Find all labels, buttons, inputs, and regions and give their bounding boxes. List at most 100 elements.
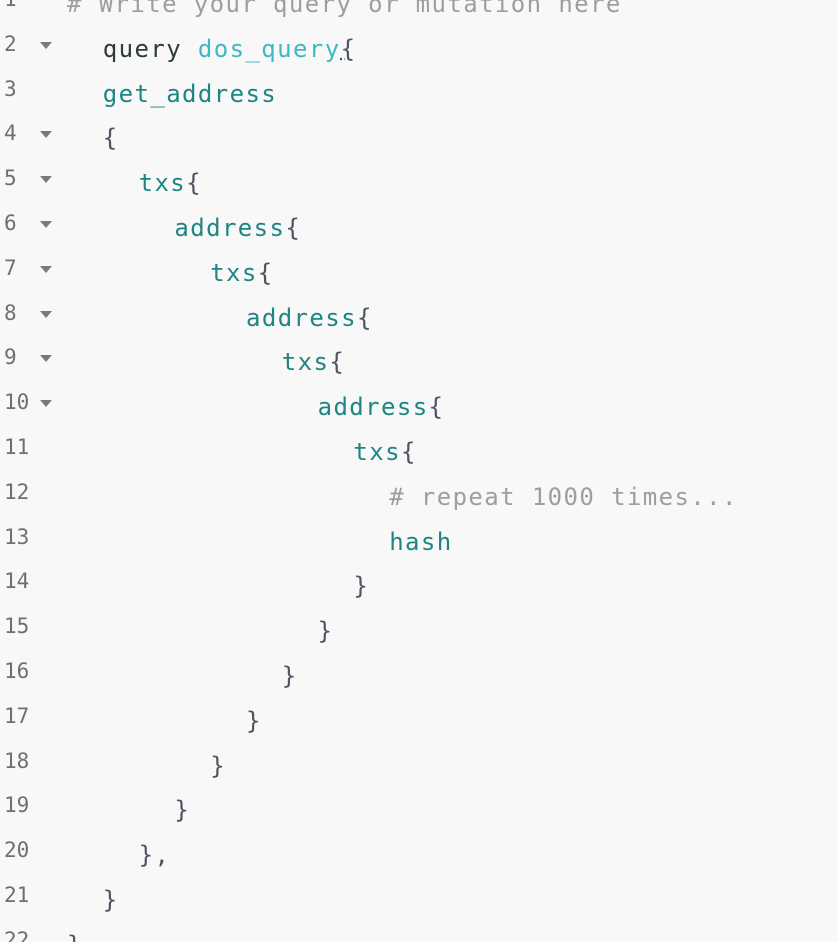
code-text[interactable]: # repeat 1000 times... xyxy=(389,475,738,520)
line-number: 3 xyxy=(4,76,17,101)
code-line[interactable]: 5 txs{ xyxy=(0,161,838,206)
fold-chevron-icon[interactable] xyxy=(40,400,52,408)
line-gutter: 19 xyxy=(0,788,62,833)
token-punct: } xyxy=(67,931,83,942)
fold-chevron-icon[interactable] xyxy=(40,41,52,49)
code-text[interactable]: query dos_query{ xyxy=(103,27,357,72)
code-line[interactable]: 14} xyxy=(0,564,838,609)
code-text[interactable]: address{ xyxy=(318,385,445,430)
line-gutter: 5 xyxy=(0,161,62,206)
code-text[interactable]: hash xyxy=(389,520,452,565)
code-text[interactable]: { xyxy=(103,116,119,161)
token-punct: { xyxy=(285,214,302,242)
code-line[interactable]: 10 address{ xyxy=(0,385,838,430)
code-line[interactable]: 21} xyxy=(0,878,838,923)
line-number: 17 xyxy=(4,703,30,728)
line-gutter: 12 xyxy=(0,475,62,520)
line-gutter: 8 xyxy=(0,296,62,341)
code-text[interactable]: address{ xyxy=(174,206,301,251)
code-line[interactable]: 6 address{ xyxy=(0,206,838,251)
fold-chevron-icon[interactable] xyxy=(40,310,52,318)
code-line[interactable]: 2 query dos_query{ xyxy=(0,27,838,72)
line-number: 10 xyxy=(4,390,30,415)
code-line[interactable]: 8 address{ xyxy=(0,296,838,341)
code-text[interactable]: # Write your query or mutation here xyxy=(67,0,622,27)
code-text[interactable]: address{ xyxy=(246,296,373,341)
token-punct: } xyxy=(174,796,191,825)
code-line[interactable]: 20}, xyxy=(0,833,838,878)
line-number: 20 xyxy=(4,838,30,863)
line-gutter: 14 xyxy=(0,564,62,609)
token-field: txs xyxy=(210,258,258,287)
token-field: address xyxy=(246,303,357,332)
token-field: hash xyxy=(389,527,453,556)
code-text[interactable]: txs{ xyxy=(353,430,416,475)
token-punct: { xyxy=(257,258,274,287)
code-text[interactable]: } xyxy=(353,564,369,609)
code-text[interactable]: } xyxy=(282,654,298,699)
code-line[interactable]: 11 txs{ xyxy=(0,430,838,475)
code-line[interactable]: 3 get_address xyxy=(0,72,838,117)
code-text[interactable]: } xyxy=(318,609,334,654)
fold-chevron-icon[interactable] xyxy=(40,176,52,184)
code-line[interactable]: 16} xyxy=(0,654,838,699)
code-text[interactable]: txs{ xyxy=(210,251,273,296)
code-line[interactable]: 9 txs{ xyxy=(0,340,838,385)
code-text[interactable]: txs{ xyxy=(139,161,202,206)
code-line[interactable]: 17} xyxy=(0,699,838,744)
code-text[interactable]: }, xyxy=(139,833,171,878)
code-line[interactable]: 18} xyxy=(0,744,838,789)
code-text[interactable]: } xyxy=(103,878,119,923)
line-number: 6 xyxy=(4,211,17,235)
line-number: 14 xyxy=(4,569,30,594)
fold-chevron-icon[interactable] xyxy=(40,221,52,228)
code-text[interactable]: } xyxy=(210,744,226,789)
token-def: dos_query xyxy=(197,34,341,63)
line-gutter: 16 xyxy=(0,654,62,699)
fold-chevron-icon[interactable] xyxy=(40,131,52,139)
code-line[interactable]: 19} xyxy=(0,788,838,833)
line-gutter: 11 xyxy=(0,430,62,475)
code-line[interactable]: 13 hash xyxy=(0,520,838,565)
line-gutter: 13 xyxy=(0,520,62,565)
code-line[interactable]: 4{ xyxy=(0,116,838,161)
token-punct: } xyxy=(317,617,334,646)
line-number: 16 xyxy=(4,659,30,683)
line-number: 12 xyxy=(4,479,30,504)
line-gutter: 6 xyxy=(0,206,62,251)
code-text[interactable]: } xyxy=(67,923,83,942)
line-gutter: 2 xyxy=(0,27,62,72)
line-gutter: 18 xyxy=(0,744,62,789)
code-text[interactable]: } xyxy=(174,788,190,833)
code-text[interactable]: txs{ xyxy=(282,340,345,385)
code-line[interactable]: 1 # Write your query or mutation here xyxy=(0,0,838,27)
token-field: txs xyxy=(281,348,330,377)
line-number: 13 xyxy=(4,524,30,549)
code-text[interactable]: } xyxy=(246,699,262,744)
code-line[interactable]: 15} xyxy=(0,609,838,654)
line-gutter: 20 xyxy=(0,833,62,878)
line-gutter: 9 xyxy=(0,340,62,385)
token-field: txs xyxy=(138,169,187,198)
code-line[interactable]: 7 txs{ xyxy=(0,251,838,296)
token-punct: } xyxy=(210,751,227,780)
code-text[interactable]: get_address xyxy=(103,72,277,117)
line-number: 5 xyxy=(4,166,17,191)
line-number: 4 xyxy=(4,121,17,146)
fold-chevron-icon[interactable] xyxy=(40,265,52,273)
line-number: 1 xyxy=(4,0,17,12)
line-number: 21 xyxy=(4,883,30,907)
line-number: 15 xyxy=(4,614,30,639)
token-field: get_address xyxy=(102,79,278,108)
line-number: 7 xyxy=(4,255,17,280)
token-punct: } xyxy=(281,662,298,690)
token-punct: { xyxy=(356,303,373,332)
token-field: txs xyxy=(353,438,401,466)
fold-chevron-icon[interactable] xyxy=(40,355,52,363)
code-line[interactable]: 22} xyxy=(0,923,838,942)
code-line[interactable]: 12 # repeat 1000 times... xyxy=(0,475,838,520)
token-punct: } xyxy=(102,886,119,914)
token-punct: { xyxy=(186,169,203,198)
line-gutter: 17 xyxy=(0,699,62,744)
